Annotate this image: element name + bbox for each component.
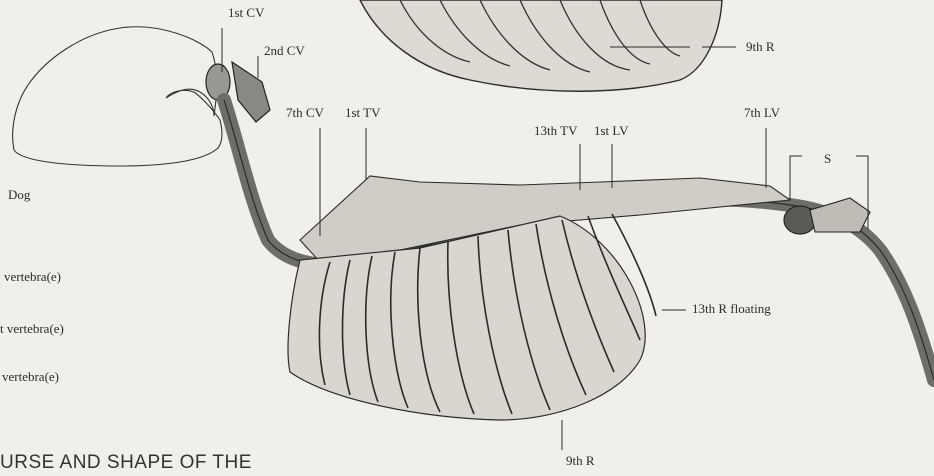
label-7th-cv: 7th CV <box>286 106 324 119</box>
label-1st-cv: 1st CV <box>228 6 264 19</box>
label-2nd-cv: 2nd CV <box>264 44 305 57</box>
figure-caption: URSE AND SHAPE OF THE <box>0 452 252 474</box>
label-13th-rib-floating: 13th R floating <box>692 302 771 315</box>
label-13th-tv: 13th TV <box>534 124 577 137</box>
legend-item-1: vertebra(e) <box>4 270 61 283</box>
skull-outline <box>13 27 222 166</box>
label-9th-rib-top: 9th R <box>746 40 775 53</box>
label-9th-rib-bottom: 9th R <box>566 454 595 467</box>
label-1st-tv: 1st TV <box>345 106 381 119</box>
legend-item-2: t vertebra(e) <box>0 322 64 335</box>
upper-rib-cage <box>360 0 722 91</box>
label-sacrum: S <box>824 152 831 165</box>
label-1st-lv: 1st LV <box>594 124 629 137</box>
legend-item-3: vertebra(e) <box>2 370 59 383</box>
label-7th-lv: 7th LV <box>744 106 780 119</box>
label-animal-dog: Dog <box>8 188 30 201</box>
